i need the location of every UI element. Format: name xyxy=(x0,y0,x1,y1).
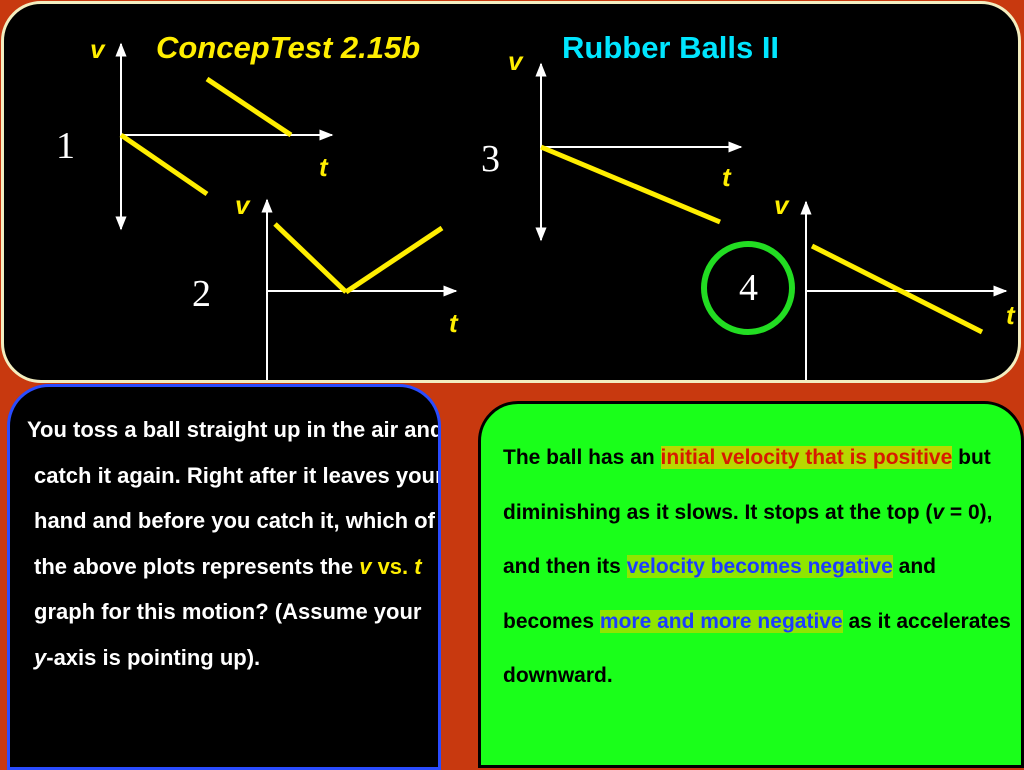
graph-4-line xyxy=(810,243,984,335)
question-part-3: -axis is pointing up). xyxy=(46,644,261,670)
graph-3-t-label: t xyxy=(722,162,731,192)
graph-2-line-b xyxy=(344,225,444,295)
graph-1 xyxy=(115,42,334,231)
question-box: You toss a ball straight up in the air a… xyxy=(7,384,441,770)
answer-part-1: The ball has an xyxy=(503,446,661,469)
graph-4-t-label: t xyxy=(1006,300,1015,330)
graph-2-line-a xyxy=(273,222,348,294)
title-rubber-balls: Rubber Balls II xyxy=(562,30,780,65)
answer-highlight-more-negative: more and more negative xyxy=(599,609,843,633)
graph-2-t-label: t xyxy=(449,308,458,338)
answer-box: The ball has an initial velocity that is… xyxy=(478,401,1024,768)
question-text: You toss a ball straight up in the air a… xyxy=(26,407,441,680)
graphs-svg xyxy=(115,42,1008,380)
graph-2 xyxy=(261,198,458,380)
graph-1-number: 1 xyxy=(56,125,75,167)
graph-1-v-label: v xyxy=(90,34,105,64)
graph-1-t-label: t xyxy=(319,152,328,182)
title-concep-test: ConcepTest 2.15b xyxy=(156,30,421,65)
answer-part-3: = 0), and then its xyxy=(503,500,993,579)
graph-3 xyxy=(535,62,743,242)
answer-part-5: as it accelerates downward. xyxy=(503,609,1011,688)
question-vs: vs. xyxy=(371,553,415,579)
answer-v: v xyxy=(932,500,945,524)
answer-part-2: but diminishing as it slows. It stops at… xyxy=(503,446,991,524)
question-part-1: You toss a ball straight up in the air a… xyxy=(27,417,441,579)
graph-3-number: 3 xyxy=(481,138,500,180)
question-part-2: graph for this motion? (Assume your xyxy=(34,599,422,624)
graph-1-line-b xyxy=(119,132,209,197)
question-y: y xyxy=(34,644,47,670)
graph-4 xyxy=(701,200,1008,380)
question-v: v xyxy=(359,553,372,579)
graph-2-v-label: v xyxy=(235,190,250,220)
graph-2-number: 2 xyxy=(192,273,211,315)
graph-4-v-label: v xyxy=(774,190,789,220)
graph-1-line-a xyxy=(205,76,293,138)
answer-highlight-positive: initial velocity that is positive xyxy=(660,446,953,469)
answer-part-4: and becomes xyxy=(503,555,936,633)
answer-text: The ball has an initial velocity that is… xyxy=(503,431,1021,704)
answer-highlight-negative: velocity becomes negative xyxy=(626,555,893,578)
graphs-panel: ConcepTest 2.15b Rubber Balls II 1 v t 2… xyxy=(1,1,1021,383)
graph-3-line xyxy=(540,144,721,225)
graph-3-v-label: v xyxy=(508,46,523,76)
graph-4-number: 4 xyxy=(739,267,758,309)
question-t: t xyxy=(414,553,422,579)
graph-4-selection-circle xyxy=(701,241,795,335)
